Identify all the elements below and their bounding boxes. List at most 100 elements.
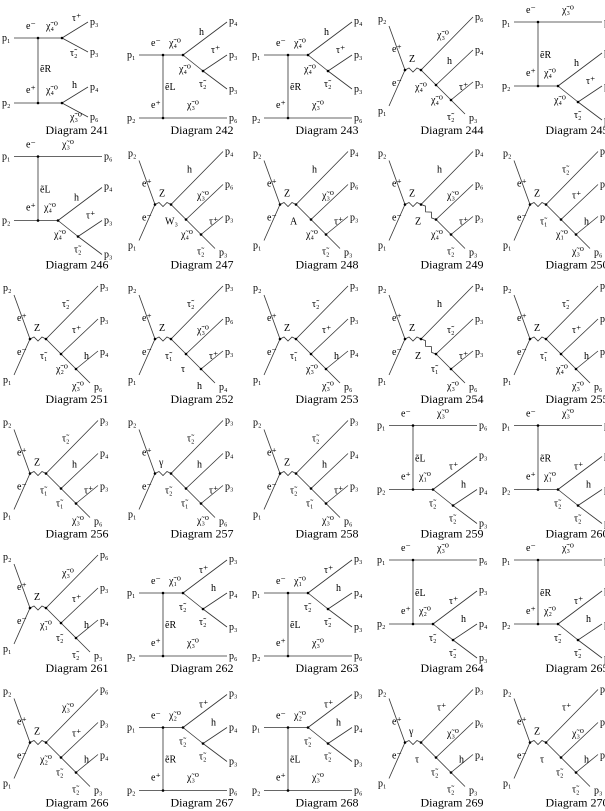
particle-label: τ̃₂ — [449, 648, 457, 659]
particle-label: e⁻ — [26, 21, 36, 32]
vertex-dot — [306, 591, 310, 595]
particle-label: τ̃₂ — [70, 48, 78, 59]
particle-label: χ̃₃⁰ — [571, 247, 584, 258]
chain-line — [432, 489, 454, 506]
particle-label: e⁻ — [517, 751, 527, 762]
vertex-dot — [559, 352, 563, 356]
momentum-label: p₁ — [252, 723, 261, 734]
momentum-label: p₃ — [594, 786, 603, 797]
branch-line — [450, 216, 474, 235]
chain-line — [452, 505, 478, 524]
incoming-positron-line — [513, 698, 531, 743]
momentum-label: p₄ — [350, 347, 359, 358]
branch-line — [60, 453, 99, 489]
vertex-dot — [201, 607, 205, 611]
particle-label: χ̃₄⁰ — [303, 64, 316, 75]
diagram-caption: Diagram 254 — [421, 392, 484, 406]
particle-label: h — [461, 614, 466, 625]
particle-label: h — [447, 56, 452, 67]
incoming-electron-line — [138, 204, 156, 241]
particle-label: χ̃₃⁰ — [305, 364, 318, 375]
particle-label: e⁻ — [401, 543, 411, 554]
vertex-dot — [76, 235, 80, 238]
particle-label: e⁻ — [526, 543, 536, 554]
incoming-electron-line — [138, 473, 156, 510]
particle-label: h — [334, 351, 339, 362]
vertex-dot — [324, 367, 328, 371]
branch-line — [202, 727, 228, 744]
vertex-dot — [411, 622, 415, 626]
feynman-diagram: p₂p₁e⁺e⁻Zp₆p₄p₃p₃χ̃₃⁰hτ⁺χ̃₄⁰χ̃₄⁰τ̃₂Diagr… — [378, 12, 484, 137]
particle-label: h — [199, 27, 204, 38]
particle-label: τ⁺ — [322, 325, 331, 336]
boson-label: Z — [534, 189, 540, 200]
momentum-label: p₃ — [354, 50, 363, 61]
momentum-label: p₄ — [479, 619, 488, 630]
diagram-caption: Diagram 246 — [46, 258, 109, 272]
particle-label: ẽL — [290, 755, 301, 766]
particle-label: τ̃₁ — [540, 351, 548, 362]
vertex-dot — [574, 771, 578, 774]
particle-label: τ̃₂ — [562, 165, 570, 176]
incoming-positron-line — [13, 429, 31, 474]
particle-label: χ̃₃⁰ — [61, 568, 74, 579]
diagram-caption: Diagram 259 — [421, 527, 484, 541]
momentum-label: p₂ — [127, 786, 136, 797]
feynman-diagram: p₁e⁻χ̃₃⁰p₆ẽRp₂e⁺χ̃₁⁰p₃τ⁺τ̃₂p₄hp₃τ̃₂Diagr… — [502, 409, 605, 541]
chain-line — [57, 220, 79, 237]
branch-line — [420, 689, 474, 743]
particle-label: e⁻ — [276, 38, 286, 49]
particle-label: τ̃₂ — [312, 434, 320, 445]
particle-label: τ̃₂ — [187, 299, 195, 310]
branch-line — [325, 216, 349, 235]
particle-label: τ⁺ — [586, 76, 595, 87]
branch-line — [327, 592, 353, 610]
momentum-label: p₃ — [479, 519, 488, 530]
vertex-dot — [574, 367, 578, 371]
chain-line — [295, 473, 312, 489]
feynman-diagram: p₁e⁻χ̃₃⁰p₆ẽLp₂e⁺χ̃₂⁰p₃τ⁺τ̃₂p₄hp₃τ̃₂Diagr… — [377, 543, 488, 675]
particle-label: χ̃₃⁰ — [196, 516, 209, 527]
particle-label: τ̃₂ — [56, 768, 64, 779]
incoming-positron-line — [263, 429, 281, 474]
particle-label: τ̃₁ — [40, 486, 48, 497]
particle-label: χ̃₃⁰ — [311, 100, 324, 111]
momentum-label: p₁ — [253, 241, 262, 252]
diagram-caption: Diagram 258 — [296, 527, 359, 541]
momentum-label: p₆ — [344, 382, 353, 393]
chain-line — [75, 503, 91, 518]
diagram-caption: Diagram 243 — [296, 123, 359, 137]
diagram-caption: Diagram 250 — [546, 258, 605, 272]
vertex-dot — [36, 36, 40, 40]
vertex-dot — [60, 36, 64, 40]
diagram-caption: Diagram 257 — [171, 527, 234, 541]
chain-line — [545, 204, 562, 220]
momentum-label: p₄ — [229, 588, 238, 599]
boson-label: Z — [34, 458, 40, 469]
vertex-dot — [44, 472, 48, 475]
vertex-dot — [286, 53, 290, 57]
particle-label: e⁻ — [17, 482, 27, 493]
incoming-electron-line — [388, 742, 406, 779]
momentum-label: p₆ — [594, 382, 603, 393]
vertex-dot — [28, 741, 32, 744]
particle-label: h — [187, 165, 192, 176]
vertex-dot — [556, 622, 560, 626]
diagram-caption: Diagram 270 — [546, 796, 605, 810]
vertex-dot — [161, 726, 165, 729]
particle-label: τ̃₂ — [324, 79, 332, 90]
particle-label: χ̃₂⁰ — [418, 606, 431, 617]
particle-label: h — [586, 614, 591, 625]
branch-line — [557, 52, 603, 87]
diagram-caption: Diagram 268 — [296, 796, 359, 810]
momentum-label: p₃ — [100, 482, 109, 493]
diagram-caption: Diagram 253 — [296, 392, 359, 406]
momentum-label: p₆ — [479, 555, 488, 566]
particle-label: τ⁺ — [84, 486, 93, 497]
chain-line — [557, 489, 579, 506]
vertex-dot — [36, 219, 40, 222]
particle-label: τ̃₂ — [199, 617, 207, 628]
chain-line — [45, 607, 62, 624]
